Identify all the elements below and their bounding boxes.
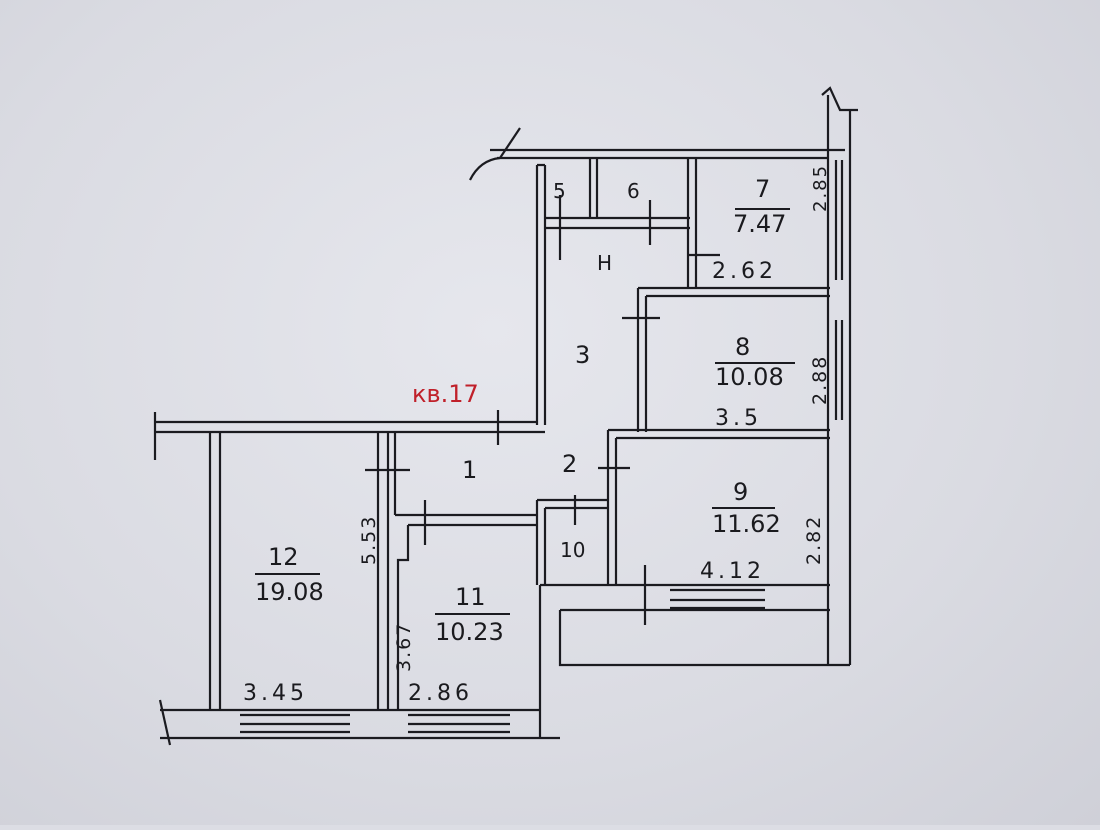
room-11-width: 2.86	[408, 681, 473, 706]
room-7: 7 7.47 2.62 2.85	[712, 164, 831, 284]
room-9-width: 4.12	[700, 559, 765, 584]
room-11-length: 3.67	[393, 622, 415, 672]
room-7-width: 2.62	[712, 259, 777, 284]
room-4-number: Н	[597, 251, 612, 275]
room-9: 9 11.62 4.12 2.82	[700, 478, 825, 584]
room-8: 8 10.08 3.5 2.88	[715, 333, 831, 431]
apartment-label: кв.17	[412, 380, 479, 408]
room-10-number: 10	[560, 538, 585, 562]
room-6-number: 6	[627, 179, 640, 203]
room-9-length: 2.82	[803, 515, 825, 565]
room-11-area: 10.23	[435, 618, 504, 646]
room-3-number: 3	[575, 341, 590, 369]
room-5-number: 5	[553, 179, 566, 203]
room-12: 12 19.08 3.45 5.53	[243, 515, 380, 706]
room-11: 11 10.23 2.86 3.67	[393, 583, 510, 706]
room-12-area: 19.08	[255, 578, 324, 606]
room-7-area: 7.47	[733, 210, 786, 238]
room-8-area: 10.08	[715, 363, 784, 391]
room-1-number: 1	[462, 456, 477, 484]
room-9-area: 11.62	[712, 510, 781, 538]
room-7-number: 7	[755, 175, 770, 203]
room-12-width: 3.45	[243, 681, 308, 706]
room-7-length: 2.85	[810, 164, 831, 212]
room-8-length: 2.88	[809, 355, 831, 405]
room-11-number: 11	[455, 583, 486, 611]
room-9-number: 9	[733, 478, 748, 506]
room-12-length: 5.53	[358, 515, 380, 565]
room-8-number: 8	[735, 333, 750, 361]
room-12-number: 12	[268, 543, 299, 571]
walls	[153, 86, 858, 746]
room-8-width: 3.5	[715, 406, 762, 431]
room-2-number: 2	[562, 450, 577, 478]
